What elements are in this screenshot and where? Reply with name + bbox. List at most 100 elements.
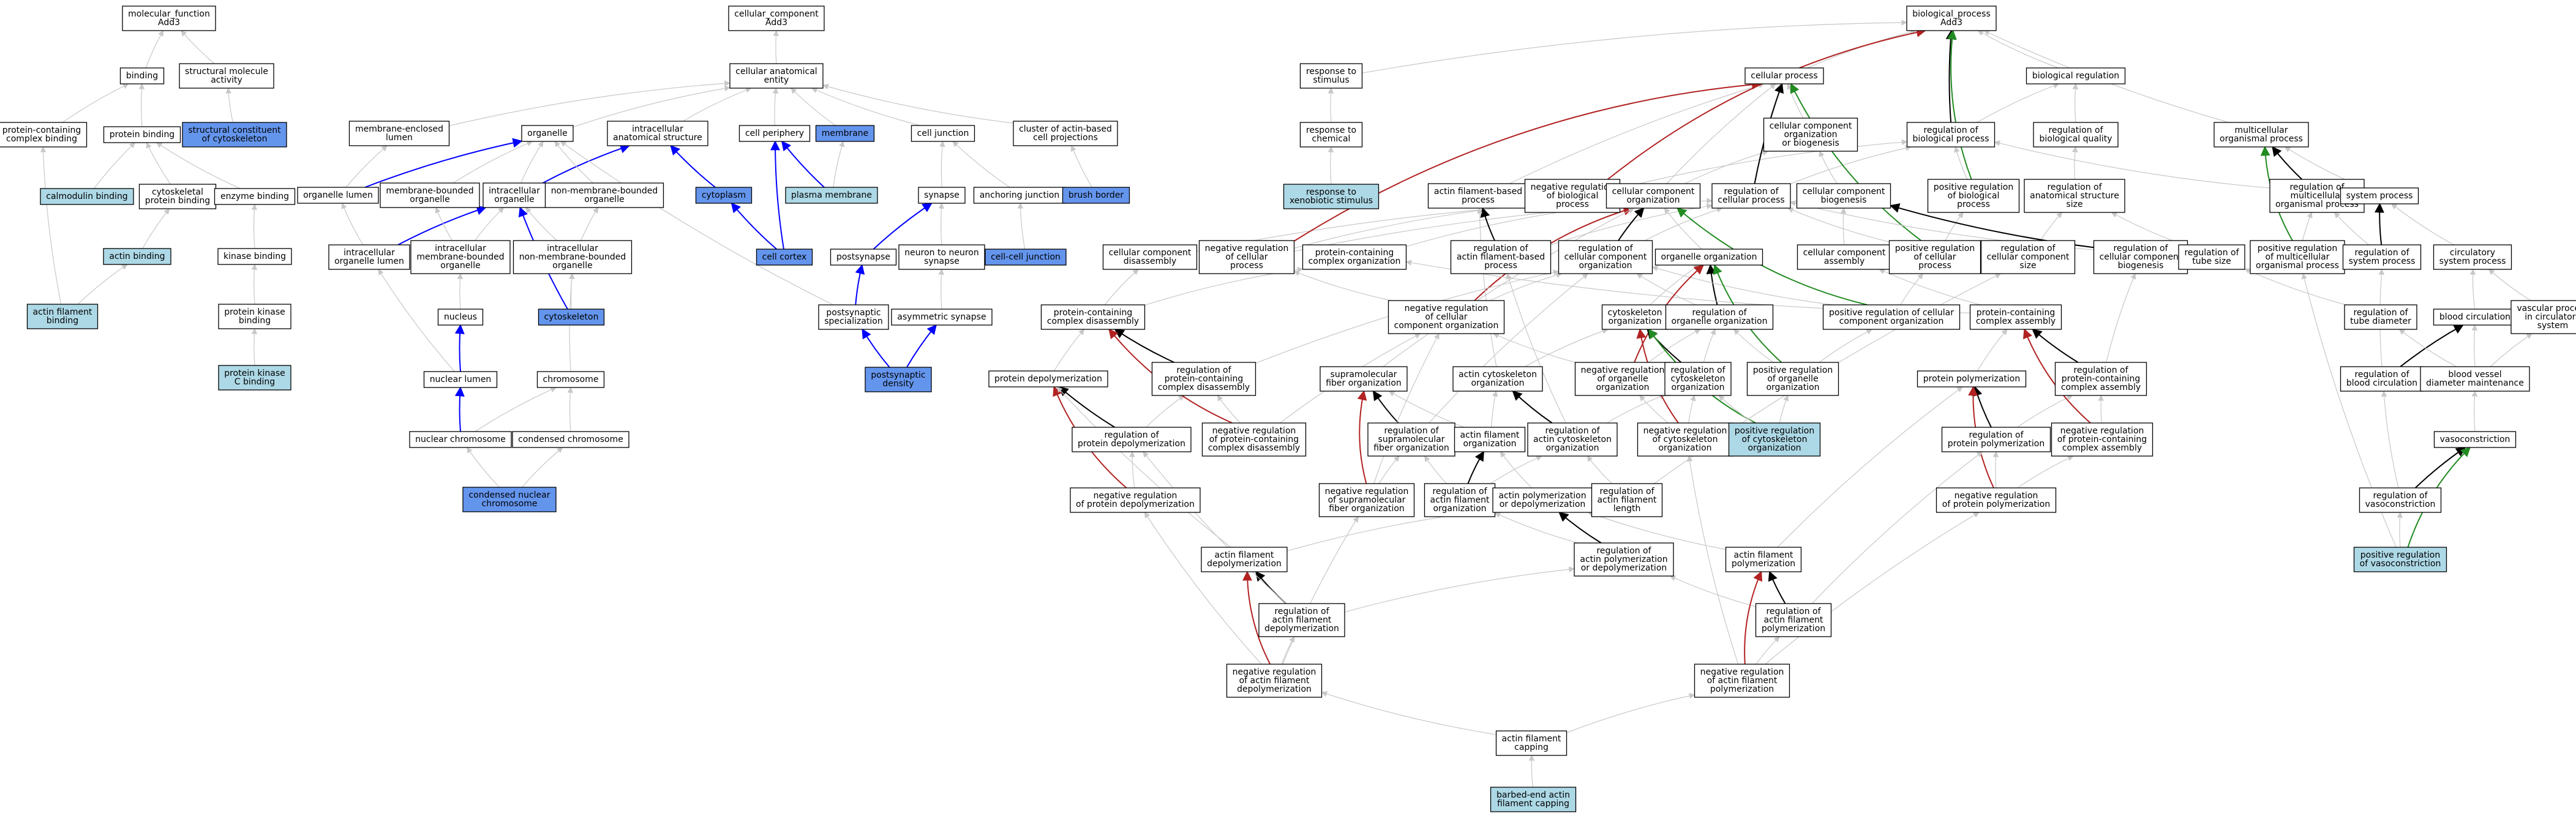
term-label-line: chromosome [543, 375, 599, 384]
term-label-line: protein binding [110, 130, 175, 140]
term-label-line: structural molecule [185, 67, 268, 77]
edge-is-a [2490, 333, 2533, 367]
term-label-line: organization [1658, 443, 1711, 453]
term-label-line: organization [1608, 316, 1661, 326]
term-label-line: assembly [1824, 256, 1864, 266]
term-box [2214, 122, 2309, 148]
edge-is-a [449, 80, 730, 127]
term-label-line: protein-containing [2, 125, 81, 135]
term-label-line: protein kinase [224, 307, 285, 317]
term-label-line: postsynaptic [826, 308, 881, 318]
edge-regulates [2374, 203, 2384, 245]
term-label-line: protein-containing [1315, 248, 1394, 258]
term-box [911, 125, 975, 142]
term-label-line: regulation of [2113, 244, 2168, 253]
edge-is-a [938, 203, 945, 245]
term-box [695, 187, 753, 204]
term-label-line: kinase binding [223, 252, 286, 261]
edge-is-a [1945, 212, 1964, 241]
term-label-line: specialization [824, 316, 882, 326]
term-label-line: cytoskeletal [152, 187, 203, 197]
edge-is-a [2488, 269, 2531, 301]
edge-is-a [467, 447, 500, 488]
term-label-line: tube size [2192, 256, 2231, 266]
term-label-line: regulation of [2184, 248, 2239, 258]
term-label-line: organelle lumen [303, 190, 373, 200]
term-box [1320, 366, 1408, 392]
term-label-line: C binding [235, 377, 275, 387]
term-label-line: actin cytoskeleton [1459, 370, 1537, 380]
term-box [2033, 122, 2119, 148]
term-label-line: regulation of [1969, 430, 2024, 440]
edge-is-a [1476, 208, 1497, 367]
term-node-orgl: organelle lumen [297, 187, 379, 204]
edge-is-a [1550, 203, 1713, 245]
term-box [103, 248, 171, 265]
term-label-line: cytoplasm [702, 190, 746, 200]
term-label-line: protein depolymerization [1078, 439, 1185, 449]
term-label-line: synapse [924, 190, 959, 200]
term-label-line: depolymerization [1237, 684, 1312, 694]
term-node-org: organelle [521, 125, 574, 142]
term-box [462, 487, 557, 512]
edge-part-of [873, 203, 933, 250]
term-label-line: cellular process [1751, 71, 1817, 81]
term-label-line: component organization [1394, 321, 1499, 331]
term-box [1198, 240, 1295, 274]
term-box [1452, 366, 1543, 392]
term-label-line: organelle [584, 195, 624, 204]
edge-is-a [378, 269, 455, 372]
term-label-line: regulation of [1923, 125, 1978, 135]
term-label-line: of biological [1948, 191, 2000, 201]
term-node-cysk: cytoskeleton [538, 309, 605, 326]
edge-is-a [1688, 395, 1696, 424]
term-box [40, 188, 134, 205]
term-box [1283, 184, 1380, 209]
term-label-line: actin filament [1272, 615, 1332, 625]
edge-is-a [1977, 329, 2008, 372]
term-box [2026, 67, 2126, 84]
term-node-nuc: nucleus [437, 309, 484, 326]
edge-is-a [2106, 273, 2136, 363]
term-node-cj: cell junction [911, 125, 975, 142]
edge-is-a [1620, 139, 1908, 189]
edge-is-a [345, 145, 388, 188]
term-label-line: size [2066, 200, 2082, 209]
term-node-inmbo: intracellularnon-membrane-boundedorganel… [513, 240, 633, 274]
term-label-line: complex disassembly [1047, 316, 1139, 326]
term-label-line: organelle [494, 195, 534, 204]
term-box [1070, 487, 1201, 513]
term-label-line: organization [1766, 383, 1819, 392]
term-box [1388, 300, 1505, 334]
edge-is-a [1644, 207, 1723, 241]
edge-is-a [1819, 329, 1872, 363]
term-box [1492, 487, 1593, 513]
term-label-line: condensed nuclear [468, 490, 550, 500]
term-label-line: membrane-bounded [386, 186, 473, 196]
term-node-memb: membrane [815, 125, 875, 142]
term-label-line: actin filament [1598, 495, 1657, 505]
term-label-line: cell projections [1033, 133, 1098, 143]
term-label-line: of protein-containing [1209, 435, 1299, 444]
term-label-line: cellular component [1770, 121, 1852, 131]
term-box [1367, 422, 1455, 457]
edge-is-a [77, 264, 128, 305]
